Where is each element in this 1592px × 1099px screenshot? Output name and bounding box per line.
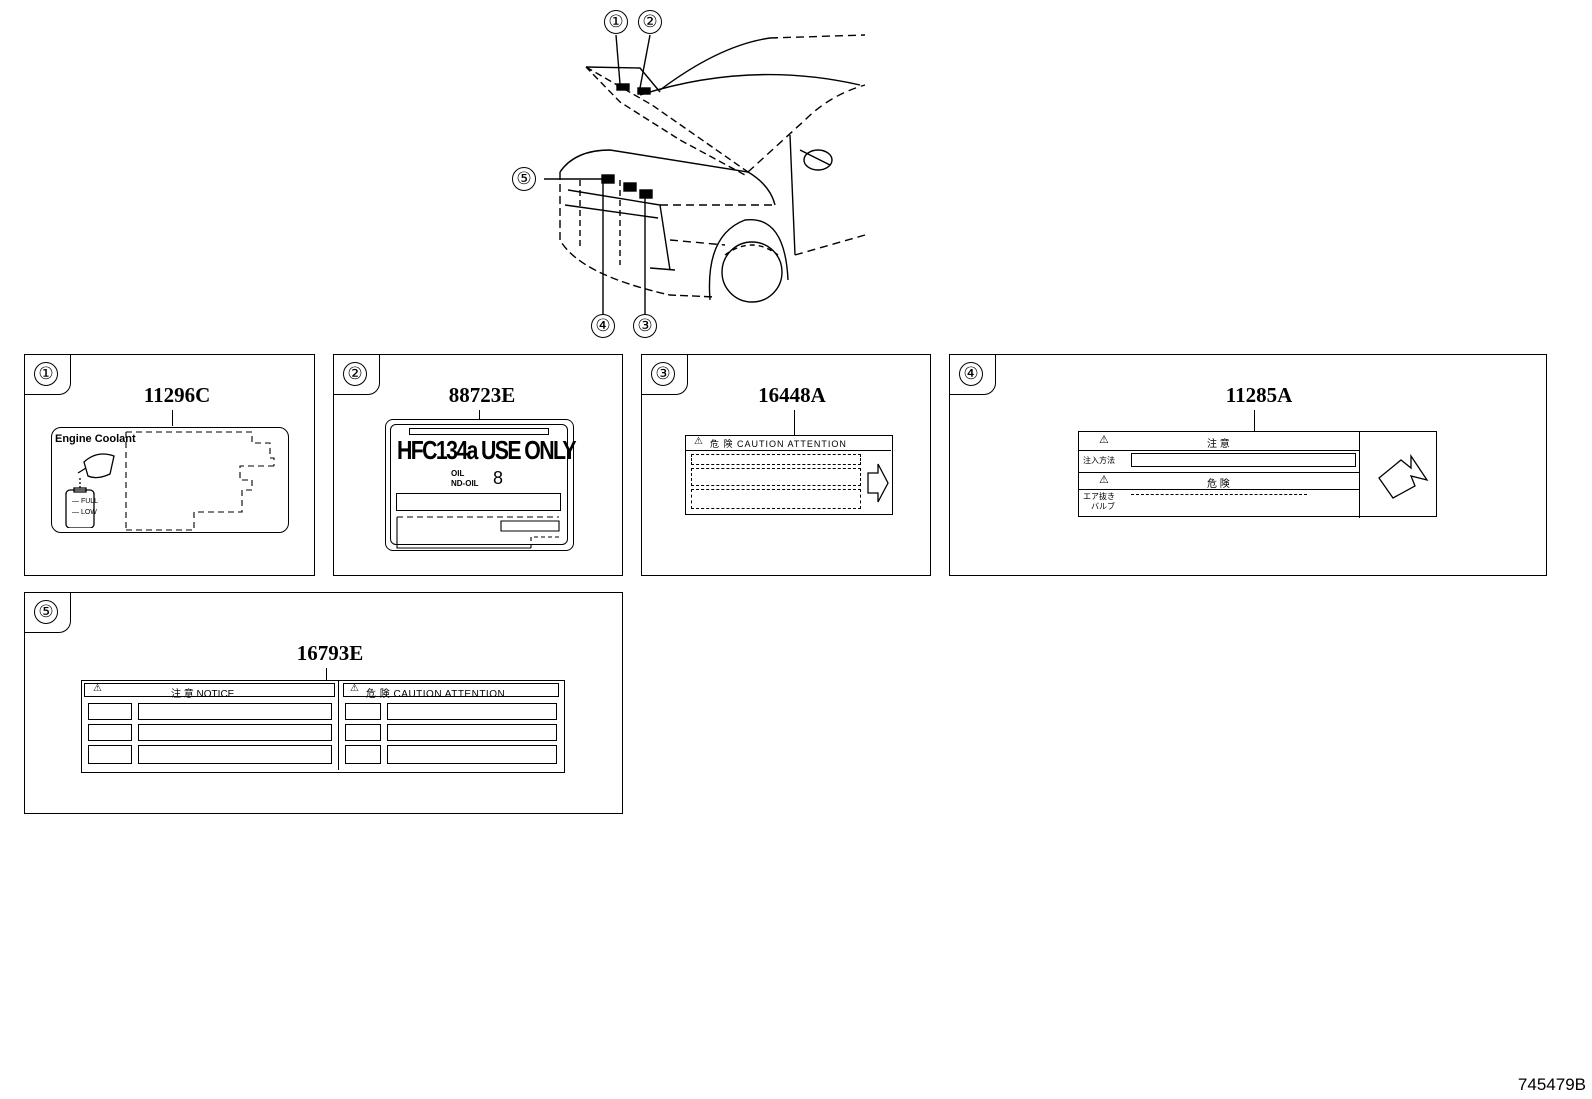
caution-header: ⚠ 危 険 CAUTION ATTENTION <box>343 683 559 700</box>
warning-triangle-icon: ⚠ <box>93 683 102 694</box>
notice-row-1-text <box>138 703 332 720</box>
jp-caution-label: ⚠ 注 意 注入方法 ⚠ 危 険 エア抜き バルブ <box>1078 431 1437 518</box>
ac-oil-number: 8 <box>493 468 504 488</box>
caution-label-line-1 <box>691 454 861 465</box>
notice-row-3-text <box>138 745 332 764</box>
label-panel-3: ③ 16448A ⚠ 危 険 CAUTION ATTENTION <box>641 354 931 576</box>
panel-5-number: ⑤ <box>34 600 58 624</box>
callout-4-circle: ④ <box>591 314 615 338</box>
warning-triangle-icon: ⚠ <box>350 683 359 694</box>
caution-row-3-label <box>345 745 381 764</box>
jp-caution-row-2-label-b: バルブ <box>1091 502 1115 511</box>
diagonal-arrow-icon <box>1378 453 1429 499</box>
ac-label-inner: HFC134a USE ONLY OIL ND-OIL 8 <box>390 424 577 549</box>
notice-header-text: 注 意 NOTICE <box>171 689 235 700</box>
ac-oil-label: OIL <box>451 469 465 478</box>
panel-4-tab: ④ <box>950 355 996 395</box>
caution-row-1-text <box>387 703 557 720</box>
panel-4-number: ④ <box>959 362 983 386</box>
warning-triangle-icon: ⚠ <box>1099 474 1109 486</box>
caution-row-2-label <box>345 724 381 741</box>
panel-3-leader <box>794 410 795 436</box>
label-panel-4: ④ 11285A ⚠ 注 意 注入方法 ⚠ 危 険 エア抜き バルブ <box>949 354 1547 576</box>
jp-caution-row-1-field <box>1131 453 1356 467</box>
jp-caution-divider <box>1359 432 1360 518</box>
caution-header-text: 危 険 CAUTION ATTENTION <box>366 689 506 700</box>
jp-caution-header-2: ⚠ 危 険 <box>1079 472 1359 490</box>
panel-1-number: ① <box>34 362 58 386</box>
panel-2-leader <box>479 410 480 420</box>
coolant-full-text: FULL <box>80 498 99 505</box>
label-panel-1: ① 11296C Engine Coolant — FULL — LOW <box>24 354 315 576</box>
caution-row-1-label <box>345 703 381 720</box>
panel-3-tab: ③ <box>642 355 688 395</box>
caution-label-header-row: ⚠ 危 険 CAUTION ATTENTION <box>686 436 891 451</box>
panel-2-tab: ② <box>334 355 380 395</box>
notice-row-3-label <box>88 745 132 764</box>
ac-label: HFC134a USE ONLY OIL ND-OIL 8 <box>385 419 577 551</box>
notice-row-2-text <box>138 724 332 741</box>
notice-row-2-label <box>88 724 132 741</box>
jp-caution-row-1: 注入方法 <box>1079 450 1359 470</box>
notice-section: ⚠ 注 意 NOTICE <box>82 681 339 770</box>
panel-4-part-number: 11285A <box>1225 383 1293 407</box>
coolant-low-mark: — LOW <box>72 509 97 516</box>
jp-caution-header-1-text: 注 意 <box>1207 439 1230 450</box>
jp-caution-header-2-text: 危 険 <box>1207 479 1230 490</box>
caution-row-3-text <box>387 745 557 764</box>
coolant-label: Engine Coolant — FULL — LOW <box>51 427 289 533</box>
jp-caution-row-1-label: 注入方法 <box>1083 456 1115 465</box>
callout-2-circle: ② <box>638 10 662 34</box>
notice-header: ⚠ 注 意 NOTICE <box>84 683 335 700</box>
right-arrow-icon <box>867 463 889 503</box>
panel-3-number: ③ <box>651 362 675 386</box>
figure-id: 745479B <box>1517 1075 1586 1094</box>
caution-section: ⚠ 危 険 CAUTION ATTENTION <box>341 681 563 770</box>
jp-caution-row-2: エア抜き バルブ <box>1079 488 1359 514</box>
panel-5-leader <box>326 668 327 681</box>
caution-label-line-2 <box>691 468 861 486</box>
caution-label-line-3 <box>691 489 861 509</box>
panel-1-part-number: 11296C <box>143 383 211 407</box>
coolant-full-mark: — FULL <box>72 498 99 505</box>
jp-caution-header-1: ⚠ 注 意 <box>1079 432 1359 451</box>
warning-triangle-icon: ⚠ <box>694 436 703 447</box>
ac-nd-oil-label: ND-OIL <box>451 479 479 488</box>
panel-1-tab: ① <box>25 355 71 395</box>
panel-5-part-number: 16793E <box>296 641 364 665</box>
notice-row-1-label <box>88 703 132 720</box>
jp-caution-row-2-label-a: エア抜き <box>1083 492 1115 501</box>
warning-triangle-icon: ⚠ <box>1099 434 1109 446</box>
notice-caution-label: ⚠ 注 意 NOTICE ⚠ 危 険 CAUTION ATTENTION <box>81 680 565 773</box>
car-drawing <box>544 34 866 315</box>
ac-label-main-text: HFC134a USE ONLY <box>397 435 577 465</box>
label-panel-2: ② 88723E HFC134a USE ONLY OIL ND-OIL 8 <box>333 354 623 576</box>
coolant-text-area <box>125 431 275 531</box>
panel-2-number: ② <box>343 362 367 386</box>
callout-1-circle: ① <box>604 10 628 34</box>
panel-1-leader <box>172 410 173 426</box>
ac-label-text-area <box>396 516 560 549</box>
car-illustration: ① ② ⑤ ④ ③ <box>512 0 880 345</box>
callout-3-circle: ③ <box>633 314 657 338</box>
label-panel-5: ⑤ 16793E ⚠ 注 意 NOTICE ⚠ 危 険 CAUTION ATTE… <box>24 592 623 814</box>
coolant-bottle-icon <box>65 453 115 528</box>
coolant-label-title: Engine Coolant <box>55 433 136 445</box>
panel-5-tab: ⑤ <box>25 593 71 633</box>
callout-5-circle: ⑤ <box>512 167 536 191</box>
ac-label-top-bar <box>409 428 549 435</box>
jp-caution-row-2-field <box>1131 494 1307 495</box>
coolant-low-text: LOW <box>80 509 97 516</box>
caution-label-header: 危 険 CAUTION ATTENTION <box>710 439 847 449</box>
ac-label-bar-1 <box>396 493 561 511</box>
panel-3-part-number: 16448A <box>758 383 826 407</box>
caution-label: ⚠ 危 険 CAUTION ATTENTION <box>685 435 893 515</box>
caution-row-2-text <box>387 724 557 741</box>
panel-4-leader <box>1254 410 1255 432</box>
panel-2-part-number: 88723E <box>448 383 516 407</box>
